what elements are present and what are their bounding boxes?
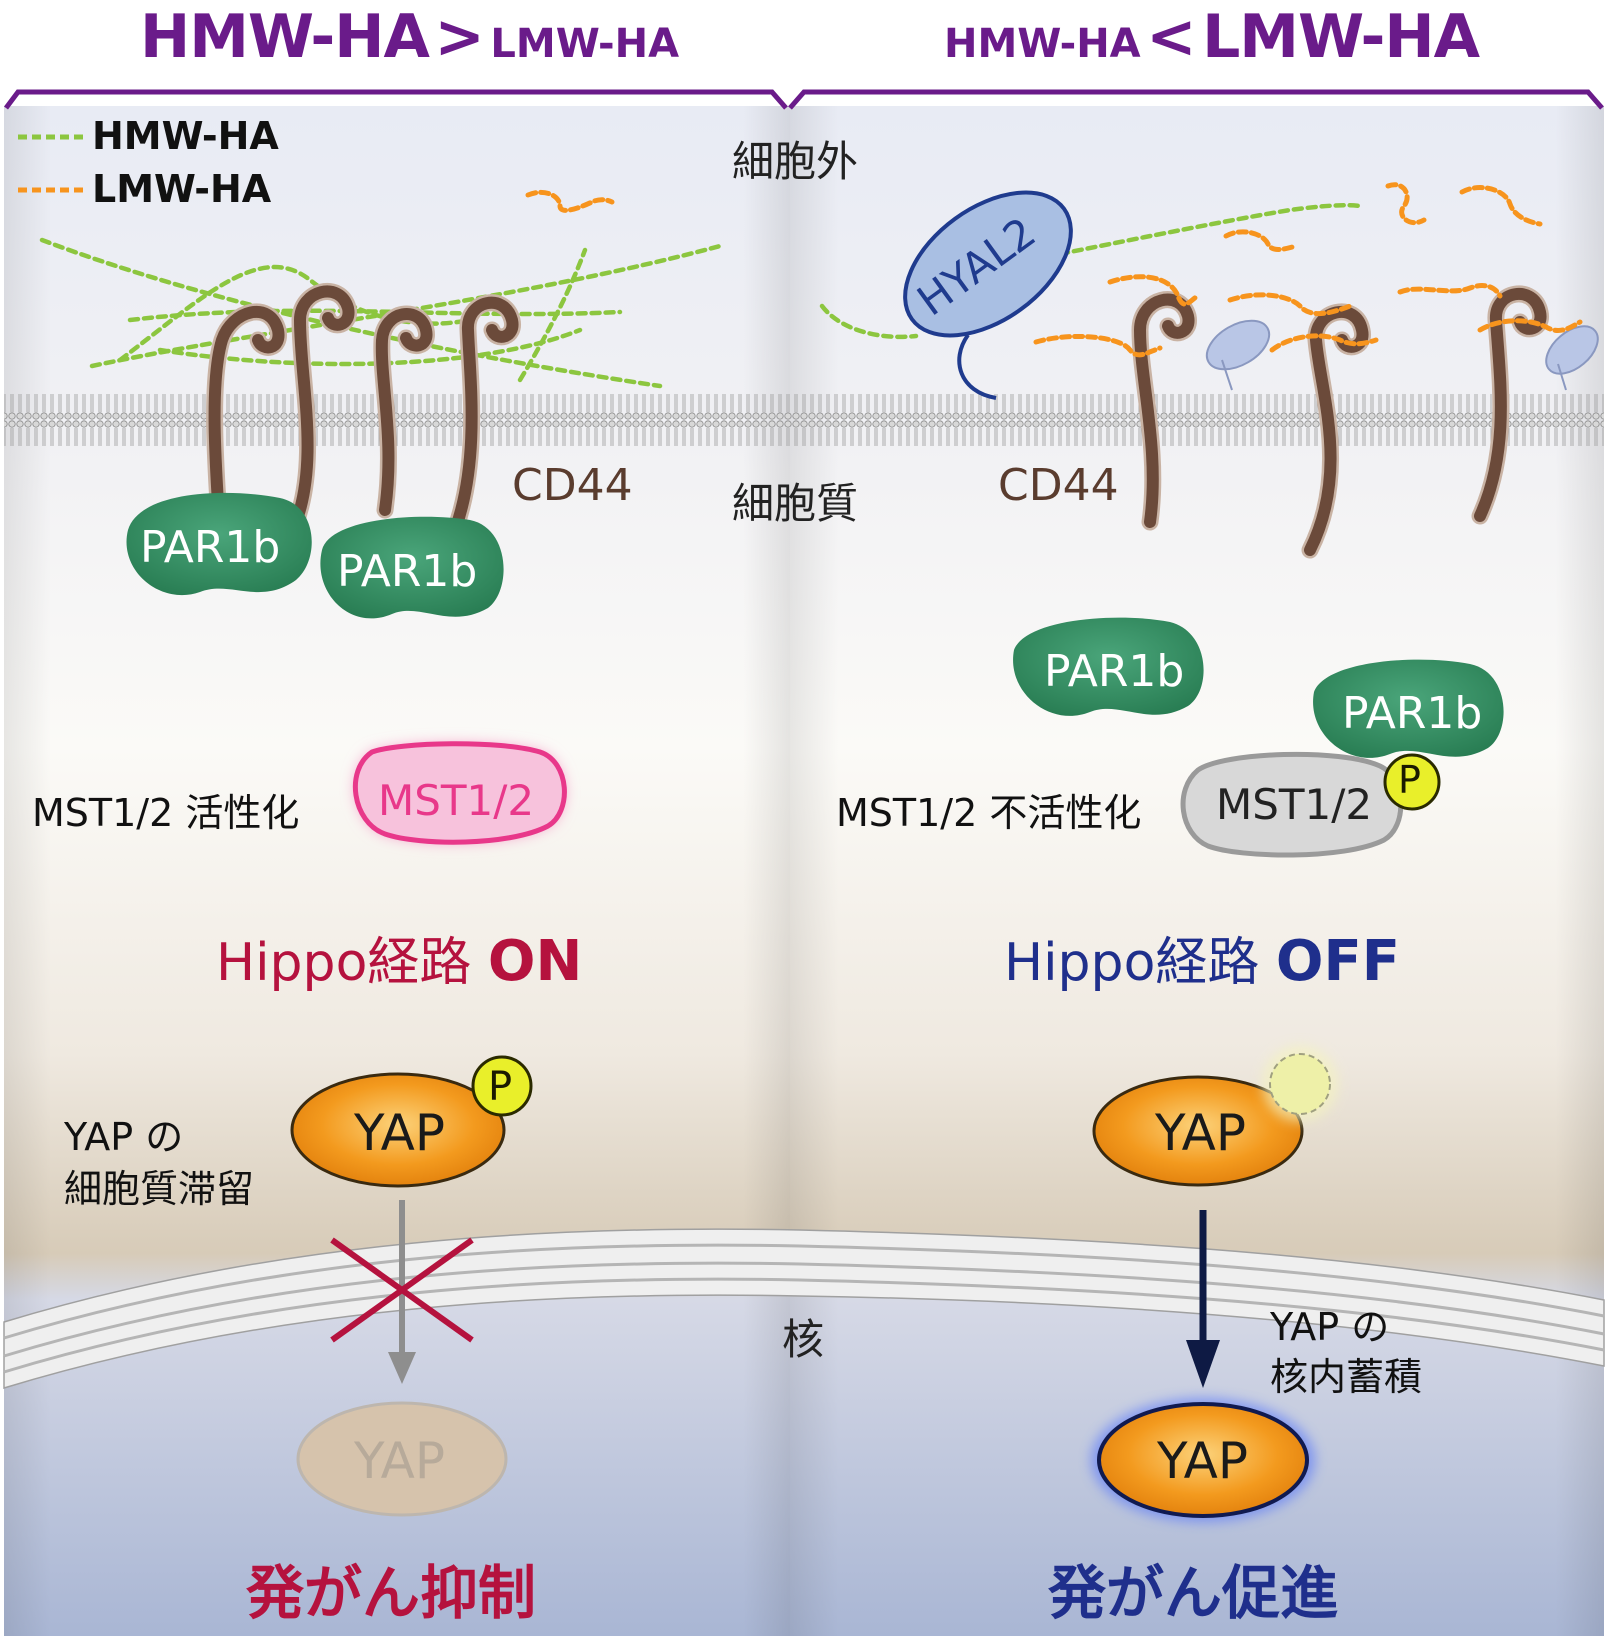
- left-lmw-ha-fragment: [525, 189, 615, 213]
- left-cd44-receptors: [206, 283, 521, 544]
- right-yap-shape: [1092, 1075, 1304, 1187]
- left-yap-label: YAP: [354, 1104, 446, 1162]
- right-hmw-ha-fibers: [819, 202, 1363, 340]
- left-par1b-b-shape: [320, 516, 504, 619]
- header-right-major: LMW-HA: [1202, 2, 1480, 72]
- right-hyal2-shape: [903, 190, 1073, 338]
- right-membrane-protein-a-stalk: [1221, 359, 1233, 391]
- left-bracket: [4, 89, 788, 110]
- right-hippo-text: Hippo経路: [1004, 933, 1260, 993]
- legend-hmw-label: HMW-HA: [92, 114, 279, 158]
- right-outcome: 発がん促進: [1048, 1559, 1339, 1627]
- left-block-cross-2: [330, 1237, 474, 1343]
- left-par1b-a-shape: [126, 492, 312, 596]
- region-cytoplasm: 細胞質: [732, 479, 859, 528]
- left-cd44-label: CD44: [512, 460, 633, 511]
- header-left: HMW-HA > LMW-HA: [140, 2, 679, 72]
- right-par1b-b-shape: [1313, 659, 1504, 758]
- nuclear-envelope-line-3: [3, 1277, 1605, 1374]
- left-hippo-text: Hippo経路: [216, 933, 472, 993]
- header-left-symbol: >: [434, 2, 485, 72]
- right-membrane-protein-b: [1545, 325, 1599, 375]
- nuclear-envelope-line-1: [3, 1243, 1605, 1340]
- left-par1b-a-label: PAR1b: [140, 522, 281, 573]
- right-hyal2-tether: [957, 333, 997, 400]
- right-yap-nuclear-shape: [1097, 1402, 1309, 1518]
- right-par1b-b-label: PAR1b: [1342, 688, 1483, 739]
- left-par1b-b-label: PAR1b: [337, 546, 478, 597]
- nuclear-envelope-line-2: [3, 1261, 1605, 1358]
- left-yap-shape: [290, 1072, 506, 1188]
- left-blocked-arrow-head: [388, 1352, 416, 1384]
- right-hippo-label: Hippo経路 OFF: [1004, 920, 1400, 995]
- right-lmw-ha-fragments: [1033, 182, 1583, 358]
- right-panel-shade: [790, 106, 1604, 1636]
- right-mst-caption: MST1/2 不活性化: [836, 791, 1142, 835]
- right-hippo-state: OFF: [1275, 929, 1401, 994]
- header-right-symbol: <: [1146, 2, 1197, 72]
- left-phospho-shape: [471, 1055, 533, 1117]
- left-mst-caption: MST1/2 活性化: [32, 791, 300, 835]
- header-left-minor: LMW-HA: [490, 21, 680, 67]
- right-par1b-a-label: PAR1b: [1044, 646, 1185, 697]
- right-yap-label: YAP: [1155, 1104, 1247, 1162]
- left-yap-nuclear-label: YAP: [354, 1432, 446, 1490]
- header-left-major: HMW-HA: [140, 2, 430, 72]
- left-phospho-label: P: [488, 1064, 513, 1110]
- left-yap-nuclear-shape: [296, 1401, 508, 1517]
- right-membrane-protein-b-stalk: [1557, 363, 1567, 391]
- right-par1b-a-shape: [1013, 617, 1204, 716]
- right-released-phospho: [1269, 1053, 1331, 1115]
- right-yap-caption-1: YAP の: [1270, 1305, 1390, 1349]
- right-membrane-protein-a: [1205, 319, 1271, 371]
- right-phospho-label: P: [1398, 758, 1421, 802]
- right-yap-nuclear-label: YAP: [1157, 1432, 1249, 1490]
- header-right-minor: HMW-HA: [944, 21, 1141, 67]
- right-yap-caption-2: 核内蓄積: [1270, 1355, 1423, 1399]
- left-mst-shape: [353, 741, 567, 845]
- legend-lmw-label: LMW-HA: [92, 167, 272, 211]
- region-nucleus: 核: [782, 1315, 825, 1364]
- right-mst-shape: [1180, 751, 1404, 858]
- left-hippo-label: Hippo経路 ON: [216, 920, 582, 995]
- left-yap-caption-2: 細胞質滞留: [64, 1167, 255, 1211]
- left-mst-label: MST1/2: [378, 776, 535, 825]
- region-extracellular: 細胞外: [732, 137, 859, 186]
- left-hippo-state: ON: [487, 929, 583, 994]
- right-import-arrow-head: [1186, 1340, 1220, 1388]
- right-phospho-shape: [1383, 753, 1441, 811]
- left-outcome: 発がん抑制: [246, 1559, 537, 1627]
- plasma-membrane: [4, 390, 1604, 450]
- header-right: HMW-HA < LMW-HA: [944, 2, 1480, 72]
- right-bracket: [788, 89, 1604, 110]
- right-cd44-label: CD44: [998, 460, 1119, 511]
- left-yap-caption-1: YAP の: [64, 1115, 184, 1159]
- right-mst-label: MST1/2: [1216, 780, 1373, 829]
